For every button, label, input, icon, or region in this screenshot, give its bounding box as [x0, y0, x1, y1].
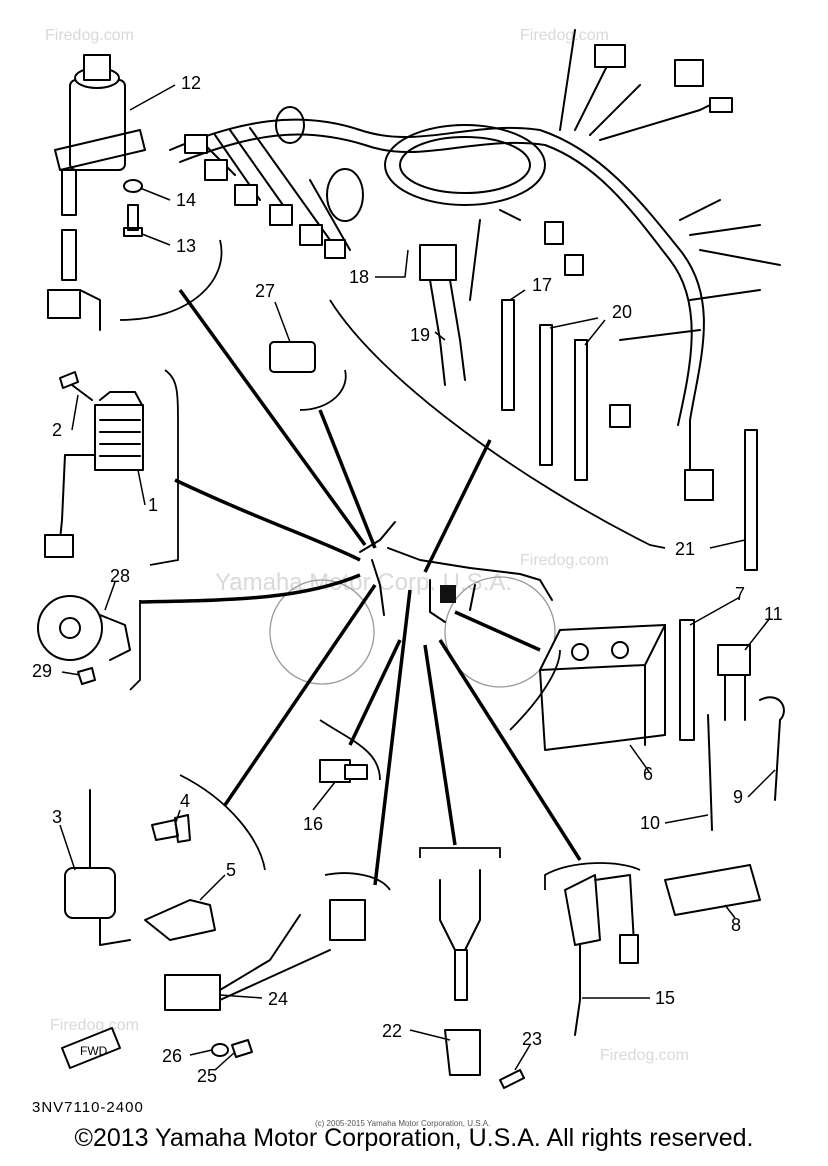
washer-14 — [123, 179, 143, 193]
group-brackets — [119, 239, 666, 891]
callout-22: 22 — [382, 1021, 402, 1041]
watermark-corporation: Yamaha Motor Corp. U.S.A. — [215, 569, 512, 596]
callout-15: 15 — [655, 988, 675, 1008]
relay-27 — [269, 341, 316, 373]
band-17 — [501, 299, 515, 411]
lead-9 — [759, 696, 785, 801]
screw-2 — [59, 371, 93, 401]
motorcycle-outline — [269, 521, 556, 688]
callout-29: 29 — [32, 661, 52, 681]
callout-28: 28 — [110, 566, 130, 586]
bolt-4 — [151, 814, 191, 843]
ignition-coil-3 — [64, 789, 131, 946]
switch-16 — [319, 759, 368, 783]
plug-cap-5 — [144, 899, 216, 941]
switch-15 — [564, 874, 639, 1036]
band-20a — [539, 324, 553, 466]
small-copyright: (c) 2005-2015 Yamaha Motor Corporation, … — [315, 1119, 490, 1128]
watermark-site-4: Firedog.com — [50, 1017, 139, 1034]
bolt-29 — [77, 667, 96, 685]
callout-17: 17 — [532, 275, 552, 295]
callout-24: 24 — [268, 989, 288, 1009]
leader-lines — [59, 84, 776, 1071]
battery-cover-7 — [679, 619, 695, 741]
callout-8: 8 — [731, 915, 741, 935]
callout-16: 16 — [303, 814, 323, 834]
diagram-code: 3NV7110-2400 — [32, 1099, 144, 1116]
screw-23 — [499, 1069, 525, 1089]
callout-14: 14 — [176, 190, 196, 210]
callout-12: 12 — [181, 73, 201, 93]
band-21 — [744, 429, 758, 571]
horn-28 — [37, 595, 131, 661]
main-switch-12 — [47, 54, 146, 331]
band-8 — [664, 864, 761, 916]
band-20b — [574, 339, 588, 481]
rectifier-regulator-1 — [44, 391, 144, 558]
cdi-unit-24 — [164, 899, 366, 1011]
watermark-site-3: Firedog.com — [520, 552, 609, 569]
callout-20: 20 — [612, 302, 632, 322]
callout-19: 19 — [410, 325, 430, 345]
callout-26: 26 — [162, 1046, 182, 1066]
washer-26 — [211, 1043, 229, 1057]
lead-10 — [707, 714, 713, 831]
callout-7: 7 — [735, 584, 745, 604]
callout-13: 13 — [176, 236, 196, 256]
callout-4: 4 — [180, 791, 190, 811]
watermark-site-5: Firedog.com — [600, 1047, 689, 1064]
fuse-11 — [717, 644, 751, 721]
watermark-site-1: Firedog.com — [45, 27, 134, 44]
callout-1: 1 — [148, 495, 158, 515]
copyright-notice: ©2013 Yamaha Motor Corporation, U.S.A. A… — [74, 1124, 754, 1152]
callout-10: 10 — [640, 813, 660, 833]
callout-11: 11 — [764, 604, 783, 624]
callout-23: 23 — [522, 1029, 542, 1049]
callout-3: 3 — [52, 807, 62, 827]
sensor-22 — [439, 869, 481, 1076]
callout-6: 6 — [643, 764, 653, 784]
callout-5: 5 — [226, 860, 236, 880]
fwd-arrow-icon: FWD — [61, 1027, 121, 1069]
flasher-19 — [419, 244, 466, 386]
callout-25: 25 — [197, 1066, 217, 1086]
watermark-site-2: Firedog.com — [520, 27, 609, 44]
screw-13 — [123, 204, 143, 237]
screw-25 — [231, 1039, 253, 1058]
wire-harness-18 — [169, 29, 781, 501]
callout-2: 2 — [52, 420, 62, 440]
battery-6 — [539, 624, 666, 751]
bands — [501, 299, 758, 571]
callout-21: 21 — [675, 539, 695, 559]
callout-18: 18 — [349, 267, 369, 287]
fwd-label: FWD — [80, 1044, 108, 1058]
callout-numbers: 12 14 13 18 19 17 20 21 27 2 1 28 29 7 1… — [32, 73, 783, 1086]
connection-arrows — [139, 288, 582, 886]
callout-27: 27 — [255, 281, 275, 301]
callout-9: 9 — [733, 787, 743, 807]
